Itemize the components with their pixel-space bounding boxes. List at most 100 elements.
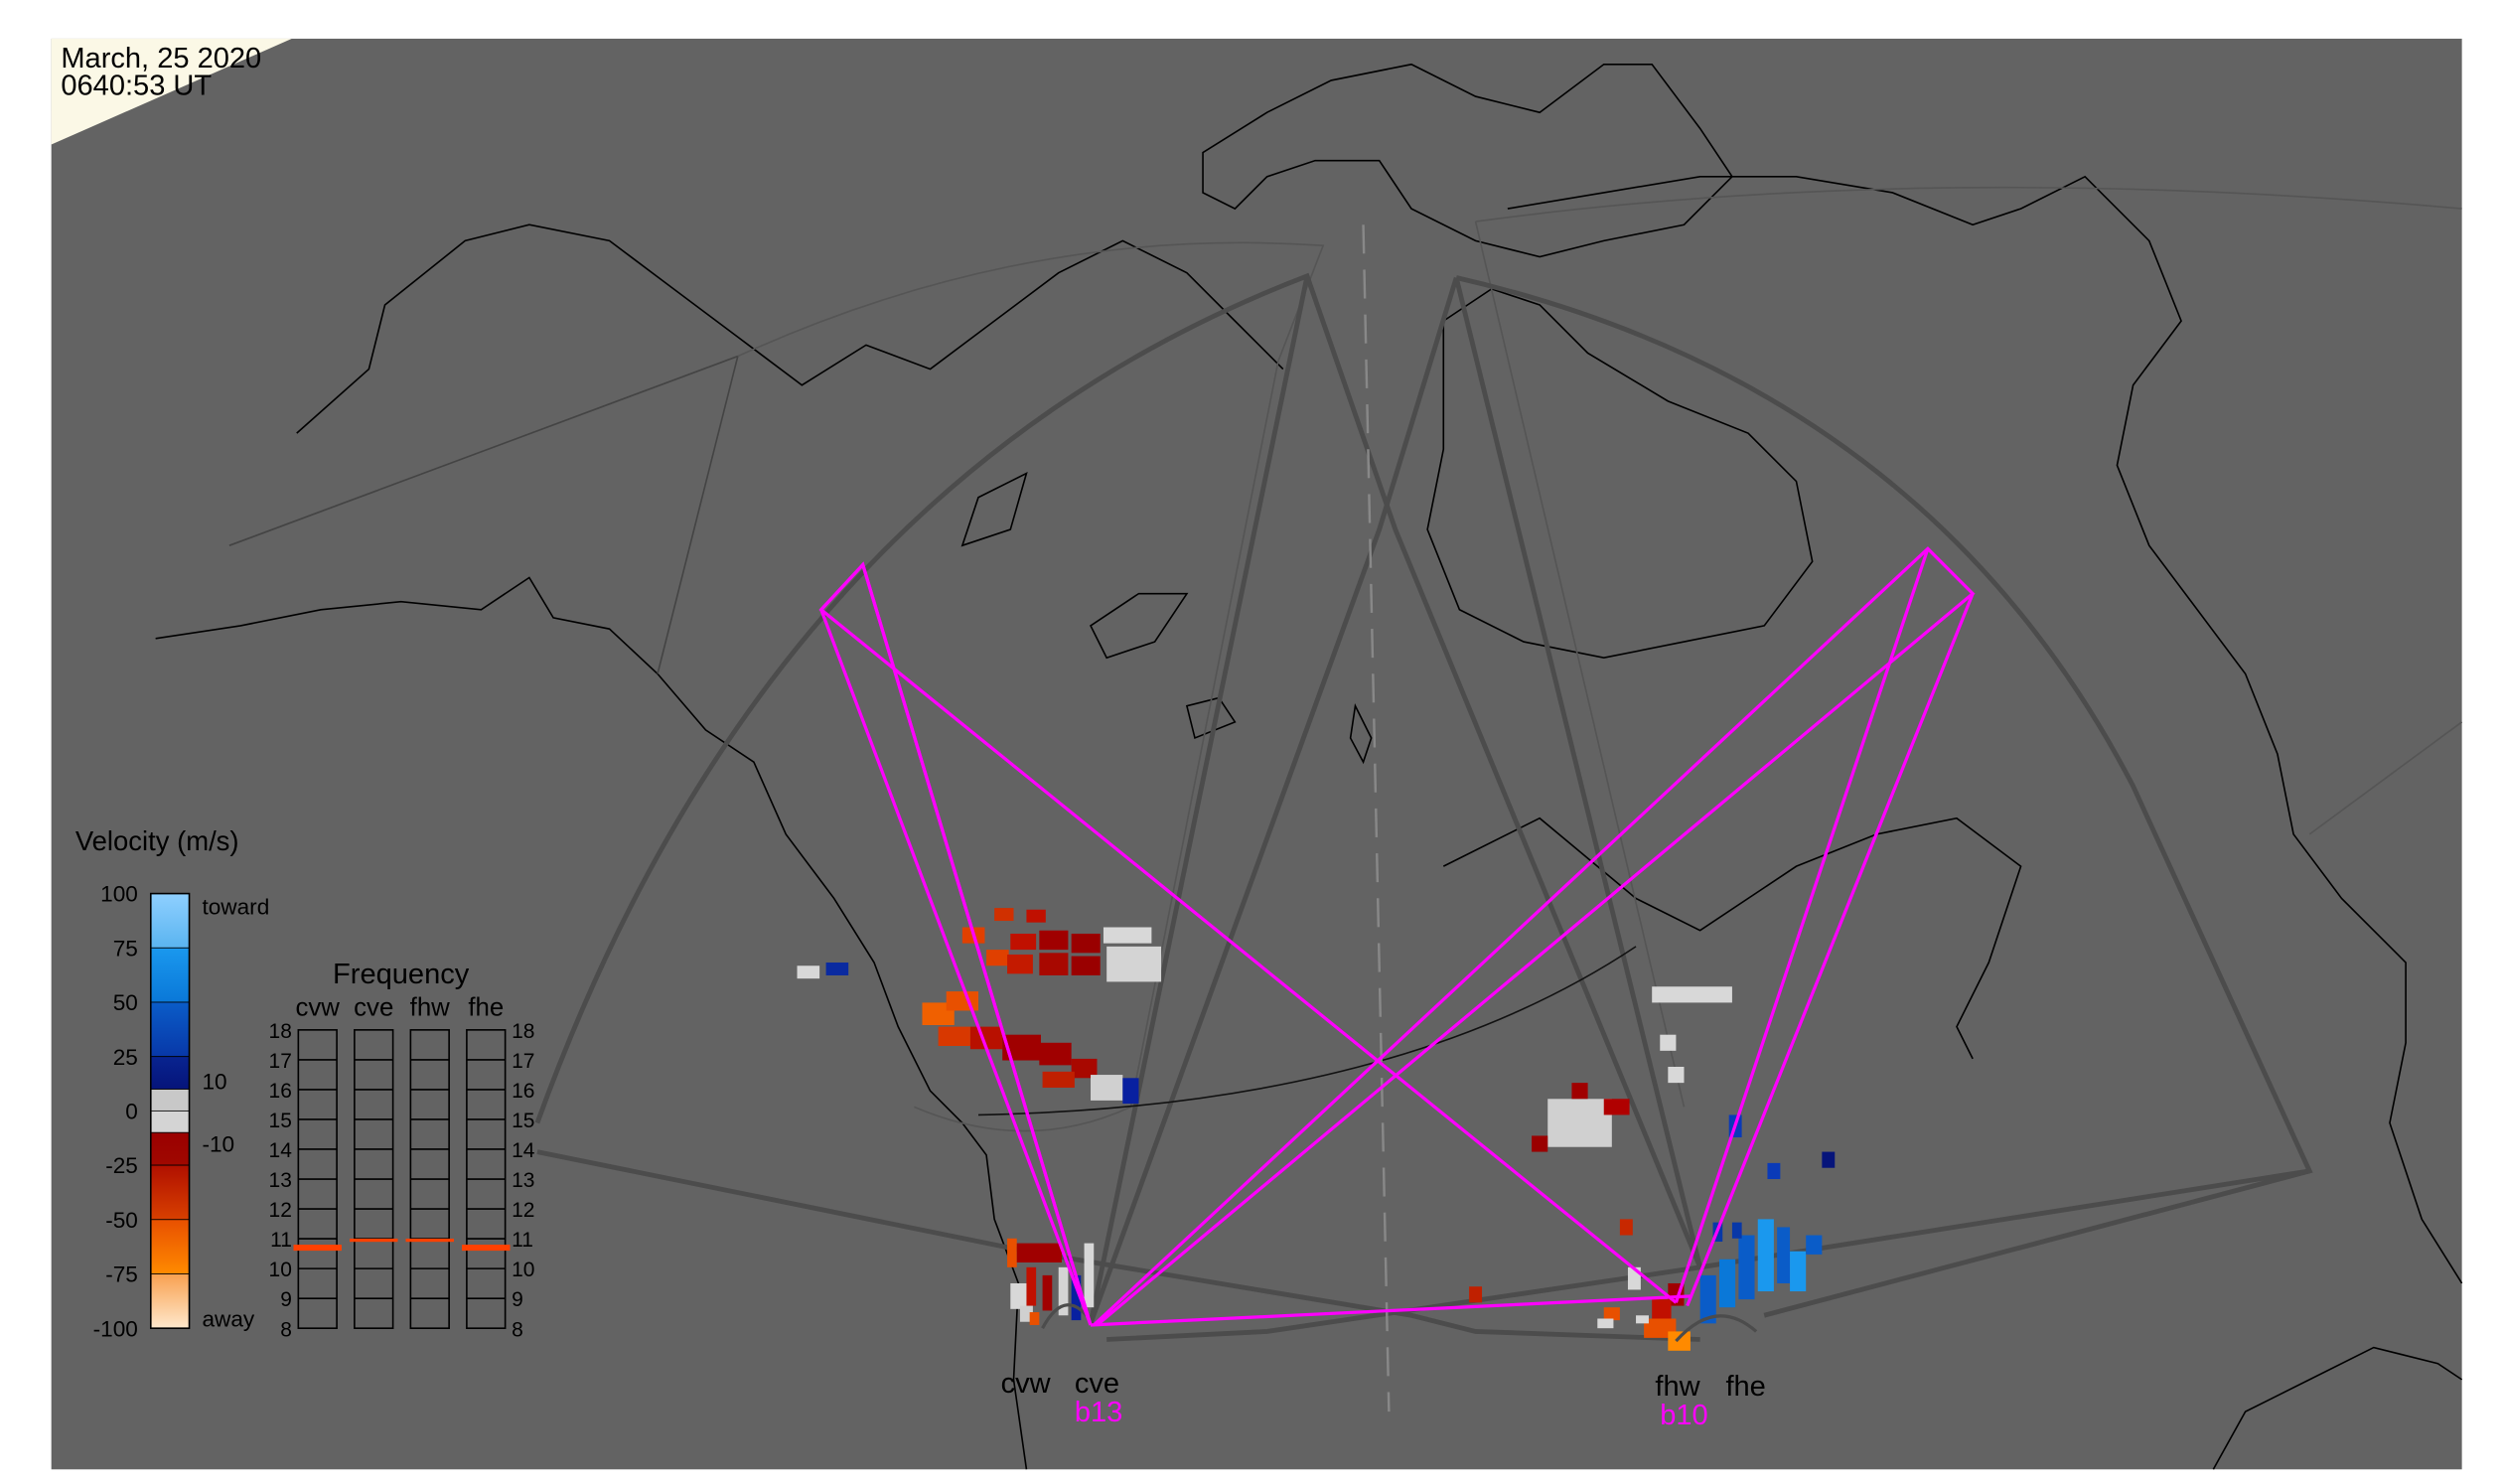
colorbar-away-label: away xyxy=(202,1307,254,1332)
frequency-marker-fhe xyxy=(462,1245,511,1252)
radar-label-fhw: fhw xyxy=(1655,1371,1700,1403)
colorbar-frame xyxy=(149,892,191,1329)
daylight-terminator xyxy=(51,38,292,145)
echo-cell xyxy=(1007,954,1033,974)
frequency-tick-left: 17 xyxy=(269,1050,292,1073)
colorbar-toward-label: toward xyxy=(202,895,269,920)
timestamp: March, 25 2020 0640:53 UT xyxy=(61,43,261,101)
colorbar-tick-label: 100 xyxy=(100,882,138,907)
frequency-tick-right: 12 xyxy=(512,1199,534,1222)
echo-cell xyxy=(1668,1066,1685,1084)
echo-cell xyxy=(946,991,978,1011)
echo-cell xyxy=(1532,1135,1548,1152)
echo-cell xyxy=(1007,1238,1017,1267)
frequency-tick-left: 18 xyxy=(269,1020,292,1043)
echo-cell xyxy=(1757,1219,1774,1292)
frequency-tick-right: 13 xyxy=(512,1169,534,1192)
colorbar-segment xyxy=(150,1056,190,1090)
echo-cell xyxy=(1790,1251,1807,1292)
echo-cell xyxy=(1777,1227,1791,1283)
echo-cell xyxy=(1668,1331,1691,1351)
radar-label-fhe: fhe xyxy=(1725,1371,1765,1403)
frequency-tick-right: 9 xyxy=(512,1288,523,1311)
frequency-column-label: fhw xyxy=(410,993,451,1021)
echo-cell xyxy=(1084,1243,1095,1308)
frequency-tick-left: 12 xyxy=(269,1199,292,1222)
echo-cell xyxy=(1039,1042,1072,1066)
echo-cell xyxy=(1029,1312,1040,1325)
echo-cell xyxy=(1058,1266,1069,1316)
colorbar-segment xyxy=(150,1219,190,1274)
date-text: March, 25 2020 xyxy=(61,43,261,74)
colorbar-title: Velocity (m/s) xyxy=(75,825,239,856)
colorbar-tick-label: -50 xyxy=(105,1208,138,1233)
colorbar-tick-label: 25 xyxy=(113,1045,138,1070)
colorbar-segment xyxy=(150,1273,190,1329)
colorbar-tick-label: 75 xyxy=(113,936,138,961)
radar-label-cvw: cvw xyxy=(1001,1368,1052,1400)
colorbar-tick-label: 50 xyxy=(113,990,138,1015)
echo-cell xyxy=(1071,956,1101,975)
echo-cell xyxy=(1103,927,1152,944)
frequency-tick-right: 10 xyxy=(512,1259,534,1281)
echo-cell xyxy=(938,1026,970,1046)
echo-cell xyxy=(1016,1243,1062,1262)
echo-cell xyxy=(1469,1286,1483,1303)
frequency-marker-fhw xyxy=(405,1238,454,1243)
echo-cell xyxy=(1547,1099,1612,1147)
frequency-tick-right: 15 xyxy=(512,1110,534,1132)
echo-cell xyxy=(1731,1222,1742,1239)
echo-cell xyxy=(1571,1083,1588,1100)
echo-cell xyxy=(1660,1034,1677,1051)
echo-cell xyxy=(1106,946,1162,982)
colorbar-label-10: 10 xyxy=(202,1070,226,1095)
echo-cell xyxy=(1071,933,1101,954)
frequency-tick-left: 8 xyxy=(280,1318,292,1341)
echo-cell xyxy=(1039,930,1069,951)
frequency-tick-right: 18 xyxy=(512,1020,534,1043)
echo-cell xyxy=(797,965,820,979)
frequency-column-label: cvw xyxy=(295,993,340,1021)
frequency-column-label: cve xyxy=(354,993,393,1021)
colorbar-segment xyxy=(150,1089,190,1112)
echo-cell xyxy=(1071,1274,1082,1321)
frequency-column-label: fhe xyxy=(468,993,504,1021)
echo-cell xyxy=(1042,1071,1075,1088)
frequency-tick-right: 17 xyxy=(512,1050,534,1073)
echo-cell xyxy=(1636,1315,1649,1324)
beam-outlines xyxy=(818,546,1976,1327)
echo-cell xyxy=(1822,1151,1836,1168)
echo-cell xyxy=(1652,1299,1672,1319)
echo-cell xyxy=(1122,1078,1139,1105)
colorbar-segment xyxy=(150,1131,190,1166)
coastlines xyxy=(155,63,2463,1470)
echo-cell xyxy=(1026,1266,1037,1306)
frequency-tick-right: 11 xyxy=(512,1229,533,1252)
echo-cell xyxy=(1719,1259,1736,1308)
echo-cell xyxy=(986,950,1009,966)
map-background xyxy=(51,38,2462,1470)
frequency-marker-cvw xyxy=(293,1245,342,1252)
echo-cell xyxy=(1039,953,1069,975)
frequency-tick-left: 15 xyxy=(269,1110,292,1132)
frequency-tick-right: 8 xyxy=(512,1318,523,1341)
echo-cell xyxy=(1652,986,1732,1003)
echo-cell xyxy=(1806,1235,1823,1255)
echo-cell xyxy=(1767,1162,1781,1180)
echo-cell xyxy=(1603,1099,1630,1115)
frequency-title: Frequency xyxy=(333,959,470,990)
echo-cell xyxy=(1597,1318,1614,1329)
frequency-tick-left: 14 xyxy=(269,1139,293,1162)
echo-cell xyxy=(1091,1075,1123,1101)
colorbar-segment xyxy=(150,1001,190,1058)
frequency-tick-right: 16 xyxy=(512,1080,534,1103)
radar-label-cve: cve xyxy=(1075,1368,1119,1400)
echo-cell xyxy=(994,908,1014,922)
frequency-marker-cve xyxy=(350,1238,398,1243)
echo-cell xyxy=(1738,1235,1755,1300)
colorbar-tick-label: -25 xyxy=(105,1153,138,1178)
velocity-colorbar: Velocity (m/s) toward away 10 -10 100755… xyxy=(75,825,269,1341)
time-text: 0640:53 UT xyxy=(61,70,212,101)
